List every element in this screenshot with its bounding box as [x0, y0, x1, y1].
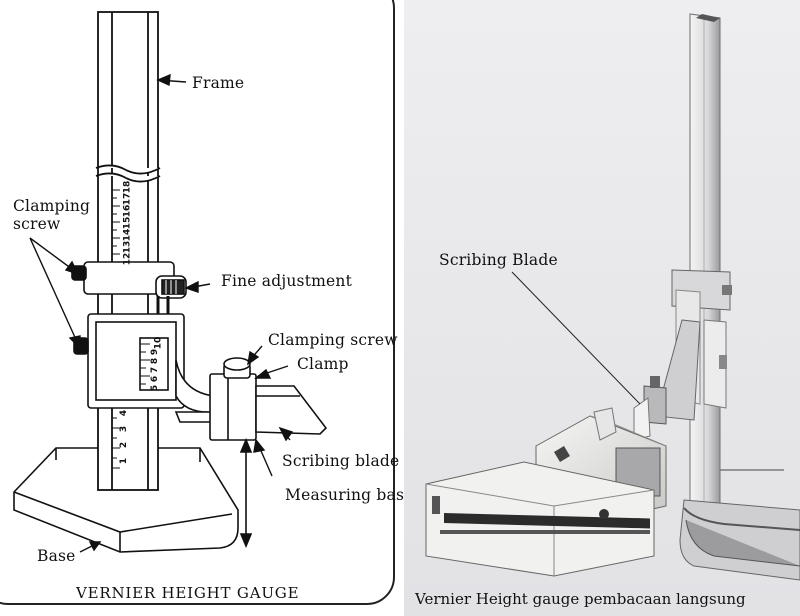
upper-scale-number-12: 12 — [122, 252, 133, 266]
photo-label-leader — [511, 271, 641, 405]
label-clamp: Clamp — [297, 355, 349, 373]
leader-lines — [29, 73, 294, 553]
upper-scale-number-14: 14 — [122, 228, 133, 242]
photo-vise — [425, 461, 655, 577]
vernier-scale-number-9: 9 — [150, 348, 161, 356]
vernier-scale-number-8: 8 — [150, 357, 161, 365]
photo-gauge-base — [679, 469, 800, 581]
lower-scale-number-1: 1 — [119, 457, 130, 465]
label-scribing-blade: Scribing blade — [282, 452, 400, 470]
lower-scale-number-2: 2 — [119, 441, 130, 449]
label-frame: Frame — [192, 74, 245, 92]
lower-scale-number-3: 3 — [119, 425, 130, 433]
vernier-ticks — [140, 343, 150, 385]
upper-scale-number-16: 16 — [122, 204, 133, 218]
photo-beam — [689, 13, 721, 513]
measuring-height-arrow — [239, 437, 253, 549]
label-measuring-base: Measuring base — [285, 486, 404, 504]
lower-scale-number-4: 4 — [119, 409, 130, 417]
upper-scale-number-13: 13 — [122, 240, 133, 254]
label-clamping-screw-right: Clamping screw — [268, 331, 398, 349]
vernier-scale-number-10: 10 — [153, 336, 164, 350]
label-fine-adjustment: Fine adjustment — [221, 272, 353, 290]
vernier-scale-number-7: 7 — [150, 366, 161, 374]
right-photo-panel: Scribing Blade Vernier Height gauge pemb… — [404, 0, 800, 616]
diagram-border — [0, 0, 395, 605]
scribing-blade-drawing — [255, 385, 328, 435]
beam-scale-ticks — [112, 189, 120, 469]
vernier-slider — [73, 313, 215, 423]
vernier-scale-number-5: 5 — [150, 384, 161, 392]
height-gauge-photo — [404, 0, 800, 616]
upper-scale-number-18: 18 — [122, 180, 133, 194]
right-caption: Vernier Height gauge pembacaan langsung — [415, 590, 746, 608]
upper-scale-number-17: 17 — [122, 192, 133, 206]
vernier-scale-number-6: 6 — [150, 375, 161, 383]
clamp-assembly — [209, 357, 257, 441]
photo-label-scribing-blade: Scribing Blade — [439, 251, 558, 269]
height-gauge-drawing — [13, 11, 328, 553]
label-base: Base — [37, 547, 76, 565]
gauge-base — [13, 447, 239, 553]
left-caption: VERNIER HEIGHT GAUGE — [76, 584, 300, 602]
upper-scale-number-15: 15 — [122, 216, 133, 230]
label-clamping-screw-left: Clamping screw — [13, 197, 91, 233]
photo-scribing-blade — [633, 319, 701, 441]
gauge-beam — [95, 11, 161, 491]
